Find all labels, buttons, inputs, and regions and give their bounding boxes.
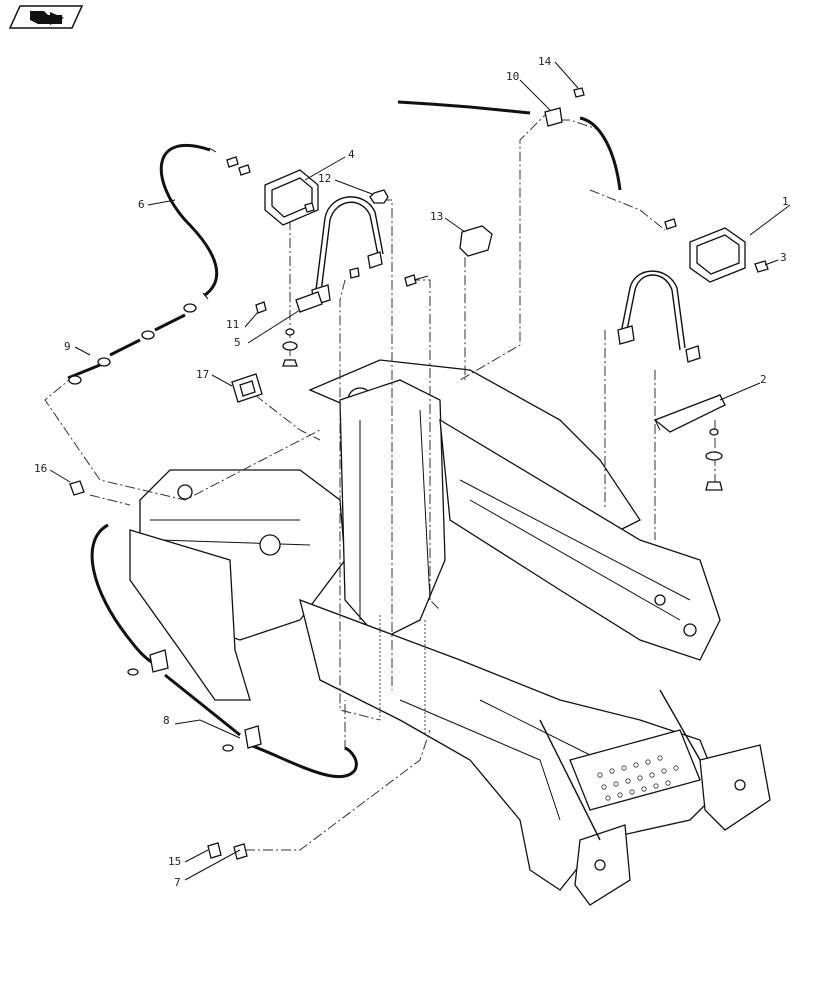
handrail-5 [295,196,384,313]
work-light-4 [264,169,319,226]
bracket-2 [653,394,726,433]
callout-15: 15 [168,855,181,868]
bolt-mid [404,274,429,287]
callout-6: 6 [138,198,145,211]
work-light-1 [664,218,746,283]
connector-15 [207,842,248,860]
callout-5: 5 [234,336,241,349]
callout-labels: 1 2 3 4 5 6 7 8 9 10 11 12 13 14 15 16 1… [34,55,789,889]
switch-17 [231,373,263,403]
callout-2: 2 [760,373,767,386]
harness-8 [90,523,358,779]
connector-16 [69,480,85,496]
callout-9: 9 [64,340,71,353]
callout-1: 1 [782,195,789,208]
connector-chain [67,303,197,385]
callout-12: 12 [318,172,331,185]
callout-leaders [49,61,791,881]
callout-14: 14 [538,55,552,68]
callout-4: 4 [348,148,355,161]
handrail-right [617,270,701,363]
callout-17: 17 [196,368,209,381]
harness-loop-6 [159,143,251,300]
callout-11: 11 [226,318,239,331]
callout-13: 13 [430,210,443,223]
back-arrow-icon[interactable] [8,5,84,29]
nut-12 [369,189,389,204]
fasteners-right [705,428,723,491]
callout-10: 10 [506,70,519,83]
harness-top [397,87,622,191]
callout-3: 3 [780,251,787,264]
bracket-13 [459,225,493,257]
bolt-3 [754,260,769,273]
callout-8: 8 [163,714,170,727]
callout-16: 16 [34,462,47,475]
fasteners-left [255,267,360,367]
callout-7: 7 [174,876,181,889]
loader-frame [129,359,771,906]
